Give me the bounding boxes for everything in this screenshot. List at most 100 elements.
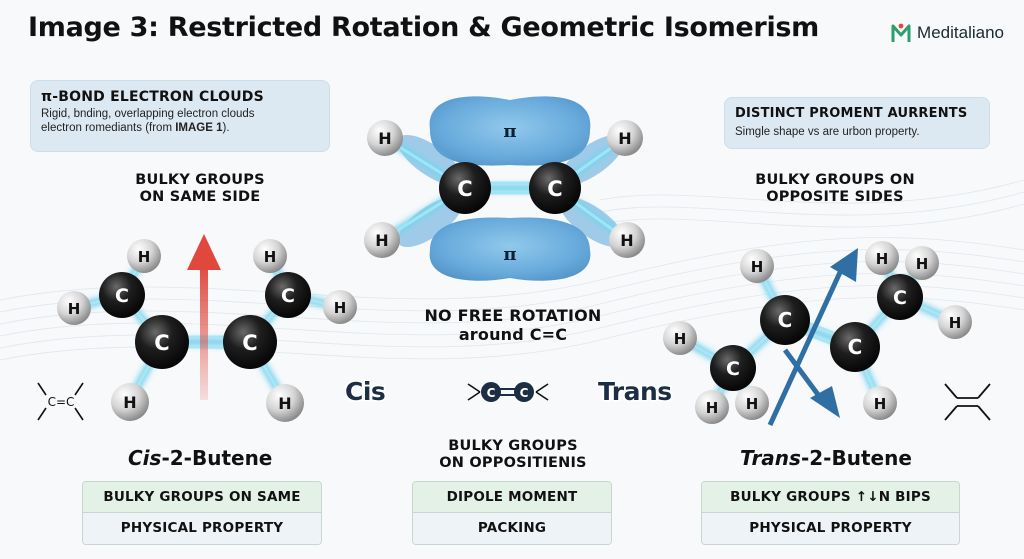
atom-label: C — [520, 386, 529, 400]
atom-label: H — [706, 399, 719, 417]
cis-property-top: BULKY GROUPS ON SAME — [83, 482, 321, 513]
trans-hydrogen: H — [735, 386, 769, 420]
center-property-top: DIPOLE MOMENT — [413, 482, 611, 513]
cis-carbon: C — [135, 315, 189, 369]
cis-dipole-arrow — [187, 234, 221, 400]
pi-label-top: π — [503, 121, 516, 142]
atom-label: C — [154, 331, 169, 355]
atom-label: H — [746, 395, 759, 413]
trans-skeletal-formula — [944, 383, 991, 421]
center-bulky-line1: BULKY GROUPS — [448, 438, 578, 454]
center-property-bottom: PACKING — [413, 513, 611, 544]
meditaliano-logo-icon — [891, 23, 911, 42]
cis-name-italic: Cis — [128, 446, 162, 470]
center-property-box: DIPOLE MOMENT PACKING — [412, 481, 612, 545]
trans-2-butene-model: H H H H H H H H — [663, 241, 972, 427]
cis-2-butene-model: H H H H H H C C — [57, 234, 357, 422]
trans-name-rest: -2-Butene — [800, 446, 912, 470]
cis-heading-line2: ON SAME SIDE — [139, 189, 261, 205]
brand-name: Meditaliano — [917, 23, 1004, 42]
ethene-hydrogen-top-left: H — [367, 120, 403, 156]
atom-label: H — [375, 231, 388, 250]
cis-hydrogen: H — [323, 290, 357, 324]
atom-label: C — [893, 287, 907, 309]
pi-bond-callout-body: Rigid, bnding, overlapping electron clou… — [41, 107, 319, 135]
trans-molecule-name: Trans-2-Butene — [740, 446, 912, 470]
trans-carbon: C — [710, 345, 756, 391]
atom-label: C — [778, 308, 793, 332]
cis-carbon: C — [265, 272, 311, 318]
atom-label: H — [618, 129, 631, 148]
pi-bond-callout-line2: electron romediants (from IMAGE 1). — [41, 121, 319, 135]
trans-carbon: C — [760, 295, 810, 345]
pi-bond-callout-heading: π-BOND ELECTRON CLOUDS — [41, 89, 264, 105]
cis-hydrogen: H — [111, 383, 149, 421]
trans-carbon: C — [877, 274, 923, 320]
center-skeletal-formula: C C — [467, 382, 549, 402]
atom-label: H — [949, 314, 962, 332]
trans-direction-arrows — [767, 248, 858, 427]
atom-label: H — [123, 393, 136, 412]
trans-hydrogen: H — [863, 386, 897, 420]
pi-cloud-upper: π — [429, 96, 591, 166]
trans-property-top: BULKY GROUPS ↑↓N BIPS — [702, 482, 959, 513]
atom-label: C — [726, 358, 740, 380]
trans-heading-line1: BULKY GROUPS ON — [755, 172, 915, 188]
atom-label: H — [620, 231, 633, 250]
trans-hydrogen: H — [938, 305, 972, 339]
atom-label: H — [264, 248, 277, 266]
atom-label: H — [916, 255, 929, 273]
pi-bond-callout-line2-bold: IMAGE 1 — [175, 122, 223, 134]
trans-name-italic: Trans — [740, 446, 801, 470]
cis-hydrogen: H — [266, 384, 304, 422]
trans-hydrogen: H — [695, 390, 729, 424]
pi-bond-callout-line2-suffix: ). — [222, 122, 230, 134]
trans-hydrogen: H — [663, 321, 697, 355]
distinct-properties-callout-body: Simgle shape vs are urbon property. — [735, 126, 920, 138]
ethene-pi-bond-model: π π H — [364, 96, 645, 281]
atom-label: H — [874, 395, 887, 413]
atom-label: H — [138, 248, 151, 266]
cis-carbon: C — [99, 272, 145, 318]
cis-skeletal-formula: C=C — [37, 382, 84, 421]
atom-label: H — [334, 299, 347, 317]
brand: Meditaliano — [891, 22, 1004, 44]
trans-hydrogen: H — [865, 241, 899, 275]
atom-label: C — [487, 386, 496, 400]
cis-molecule-name: Cis-2-Butene — [128, 446, 272, 470]
pi-label-bottom: π — [503, 244, 516, 265]
atom-label: C — [242, 331, 257, 355]
cis-skeletal-label: C=C — [48, 395, 75, 409]
ethene-carbon-right: C — [529, 162, 581, 214]
atom-label: H — [751, 258, 764, 276]
atom-label: H — [876, 250, 889, 268]
trans-carbon: C — [830, 322, 880, 372]
cis-heading: BULKY GROUPS ON SAME SIDE — [95, 172, 305, 206]
ethene-hydrogen-top-right: H — [607, 120, 643, 156]
cis-heading-line1: BULKY GROUPS — [135, 172, 265, 188]
cis-name-rest: -2-Butene — [161, 446, 273, 470]
pi-bond-callout-line2-prefix: electron romediants (from — [41, 122, 176, 134]
cis-carbon: C — [223, 315, 277, 369]
distinct-properties-callout-heading: DISTINCT PROMENT AURRENTS — [735, 106, 968, 121]
ethene-hydrogen-bottom-right: H — [609, 222, 645, 258]
atom-label: C — [115, 285, 129, 307]
trans-hydrogen: H — [905, 246, 939, 280]
cis-hydrogen: H — [57, 291, 91, 325]
trans-property-bottom: PHYSICAL PROPERTY — [702, 513, 959, 544]
ethene-carbon-left: C — [439, 162, 491, 214]
trans-heading: BULKY GROUPS ON OPPOSITE SIDES — [730, 172, 940, 206]
atom-label: C — [457, 177, 472, 201]
pi-bond-callout-line1: Rigid, bnding, overlapping electron clou… — [41, 108, 255, 120]
distinct-properties-callout: DISTINCT PROMENT AURRENTS Simgle shape v… — [724, 97, 990, 149]
atom-label: C — [848, 335, 863, 359]
cis-badge: Cis — [345, 377, 386, 406]
pi-cloud-lower: π — [429, 217, 591, 281]
atom-label: H — [674, 330, 687, 348]
pi-bond-callout: π-BOND ELECTRON CLOUDS Rigid, bnding, ov… — [30, 80, 330, 152]
atom-label: C — [281, 285, 295, 307]
center-bulky-line2: ON OPPOSITIENIS — [439, 455, 587, 471]
atom-label: C — [547, 177, 562, 201]
page-title: Image 3: Restricted Rotation & Geometric… — [28, 12, 820, 43]
